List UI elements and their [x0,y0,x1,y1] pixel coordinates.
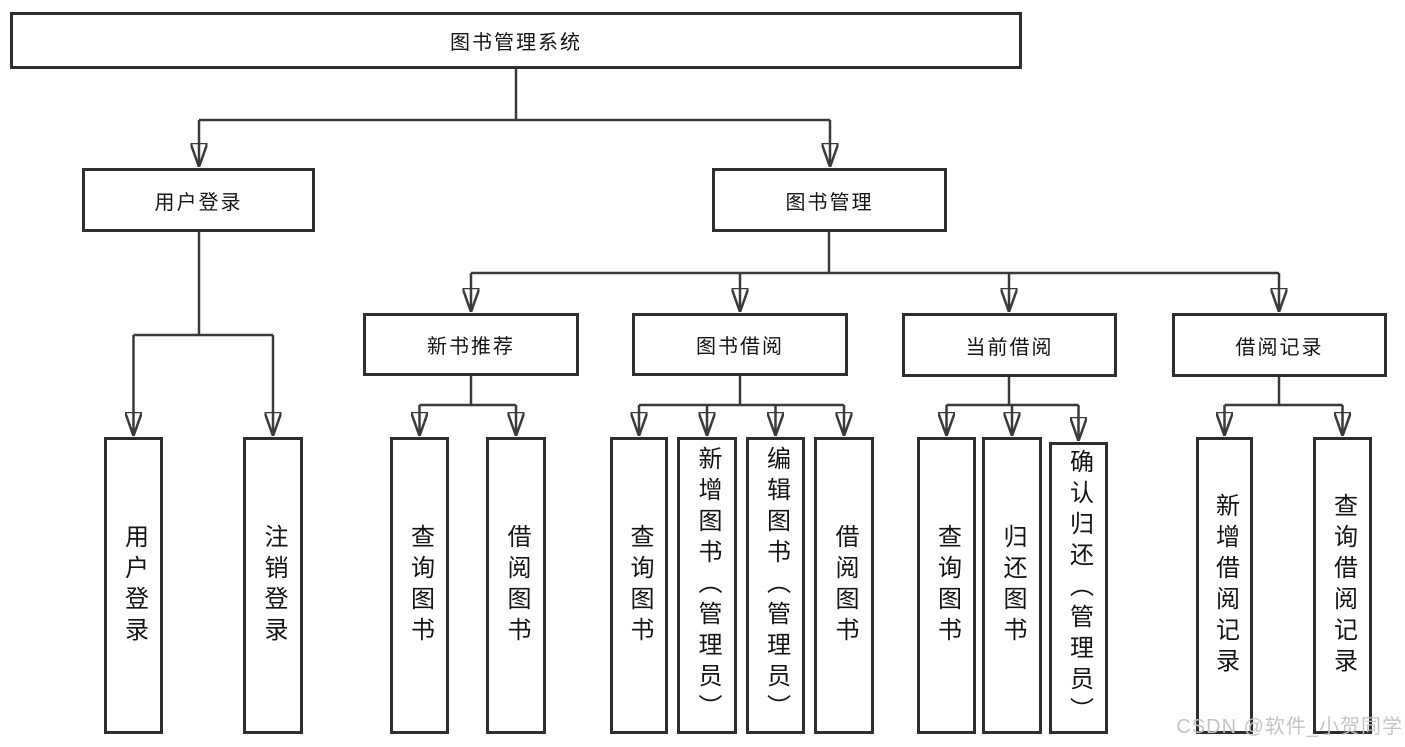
leaf-bor-add-books-admin: 新增图书（管理员） [677,437,737,734]
node-user-login: 用户登录 [82,168,315,232]
leaf-user-login-label: 用户登录 [120,523,148,648]
leaf-bor-query-books: 查询图书 [610,437,668,734]
leaf-bor-edit-books-admin-label: 编辑图书（管理员） [762,446,790,725]
leaf-bor-borrow-books-label: 借阅图书 [831,523,858,648]
leaf-rec-query-books: 查询图书 [390,437,449,734]
leaf-rec-query-books-label: 查询图书 [406,523,434,648]
leaf-rec-borrow-books: 借阅图书 [486,437,546,734]
leaf-cur-return-books-label: 归还图书 [999,523,1026,648]
leaf-logout-label: 注销登录 [260,523,287,648]
leaf-rc-add-record-label: 新增借阅记录 [1211,492,1239,679]
node-book-mgmt: 图书管理 [712,168,947,232]
node-new-book-rec: 新书推荐 [363,313,579,376]
leaf-rc-query-record: 查询借阅记录 [1313,437,1372,734]
node-new-book-rec-label: 新书推荐 [427,336,515,358]
leaf-rc-query-record-label: 查询借阅记录 [1329,492,1357,679]
leaf-user-login: 用户登录 [104,437,163,734]
leaf-cur-confirm-return-admin: 确认归还（管理员） [1049,442,1108,734]
leaf-rc-add-record: 新增借阅记录 [1196,437,1253,734]
leaf-cur-query-books: 查询图书 [917,437,976,734]
node-book-mgmt-label: 图书管理 [785,191,874,214]
leaf-cur-query-books-label: 查询图书 [933,523,961,648]
csdn-watermark: CSDN @软件_小贺同学 [1176,716,1403,738]
leaf-cur-confirm-return-admin-label: 确认归还（管理员） [1065,448,1093,728]
leaf-bor-add-books-admin-label: 新增图书（管理员） [694,446,721,725]
node-current-borrow-label: 当前借阅 [965,336,1054,359]
node-borrow-records-label: 借阅记录 [1235,336,1324,359]
leaf-logout: 注销登录 [243,437,303,734]
leaf-rec-borrow-books-label: 借阅图书 [503,523,530,648]
leaf-cur-return-books: 归还图书 [982,437,1042,734]
node-borrow-records: 借阅记录 [1172,313,1387,377]
node-book-borrow: 图书借阅 [632,313,848,376]
node-root: 图书管理系统 [10,12,1022,69]
leaf-bor-query-books-label: 查询图书 [626,523,653,648]
node-current-borrow: 当前借阅 [902,313,1117,377]
node-book-borrow-label: 图书借阅 [696,336,784,358]
leaf-bor-borrow-books: 借阅图书 [814,437,874,734]
leaf-bor-edit-books-admin: 编辑图书（管理员） [746,437,805,734]
node-user-login-label: 用户登录 [154,191,243,214]
node-root-label: 图书管理系统 [450,32,582,54]
